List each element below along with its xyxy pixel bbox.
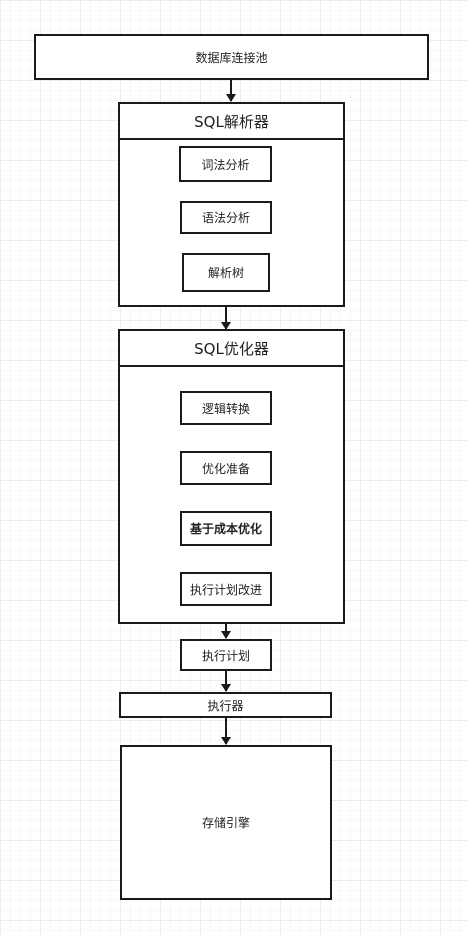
syntax-analysis-label: 语法分析: [201, 211, 250, 225]
execution-plan-label: 执行计划: [201, 648, 250, 663]
cost-based-optimize-label: 基于成本优化: [189, 522, 262, 536]
logical-transform-node: 逻辑转换: [180, 391, 272, 425]
sql-optimizer-title: SQL优化器: [120, 331, 343, 367]
parse-tree-label: 解析树: [207, 266, 244, 280]
storage-engine-node: 存储引擎: [120, 745, 332, 900]
optimize-prepare-node: 优化准备: [180, 451, 272, 485]
plan-improvement-node: 执行计划改进: [180, 572, 272, 606]
execution-plan-node: 执行计划: [180, 639, 272, 671]
lexical-analysis-node: 词法分析: [179, 146, 272, 182]
optimize-prepare-label: 优化准备: [201, 461, 250, 476]
executor-label: 执行器: [207, 698, 244, 713]
connection-pool-node: 数据库连接池: [34, 34, 429, 80]
connection-pool-label: 数据库连接池: [195, 50, 268, 65]
parse-tree-node: 解析树: [182, 253, 270, 292]
storage-engine-label: 存储引擎: [201, 816, 250, 830]
sql-parser-title: SQL解析器: [120, 104, 343, 140]
syntax-analysis-node: 语法分析: [180, 201, 272, 234]
logical-transform-label: 逻辑转换: [201, 401, 250, 416]
plan-improvement-label: 执行计划改进: [189, 582, 262, 597]
cost-based-optimize-node: 基于成本优化: [180, 511, 272, 546]
executor-node: 执行器: [119, 692, 332, 718]
lexical-analysis-label: 词法分析: [201, 157, 250, 172]
